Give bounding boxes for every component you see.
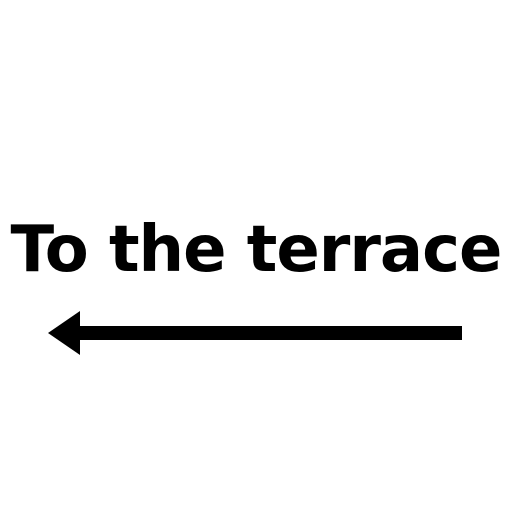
sign-label: To the terrace: [10, 213, 503, 287]
arrow-left-icon: [48, 311, 462, 355]
